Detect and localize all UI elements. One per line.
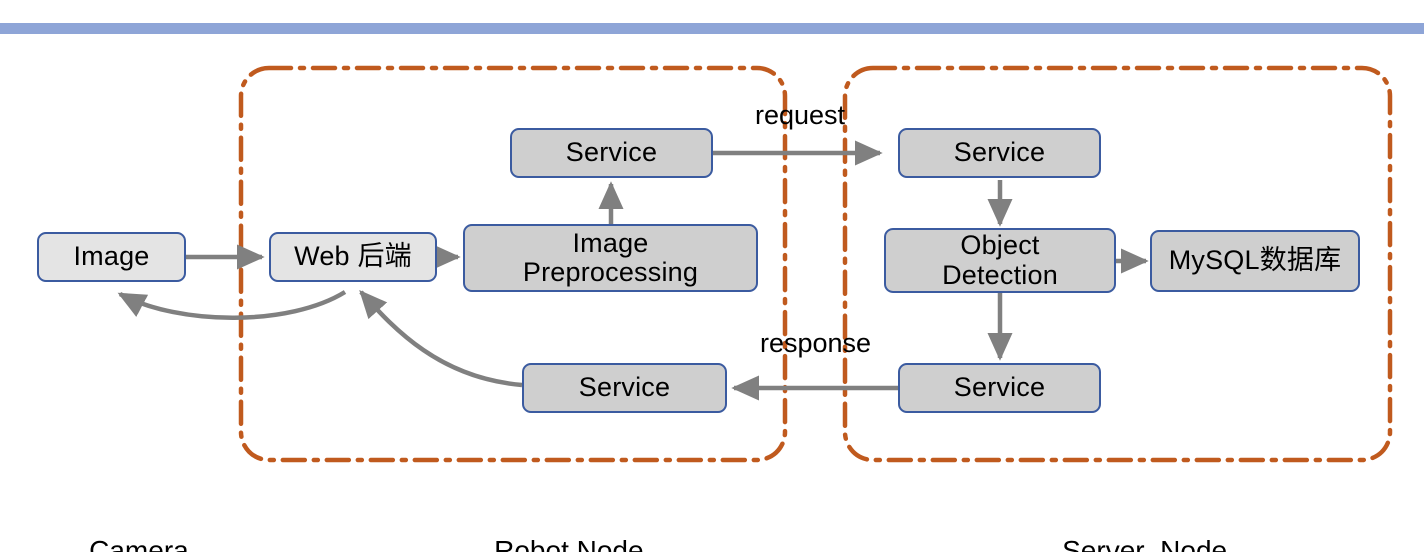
edge-label-response: response (760, 328, 871, 359)
zone-caption-robot-node-text: Robot Node (494, 535, 644, 552)
node-image-preprocessing-label-line2: Preprocessing (522, 257, 699, 287)
node-mysql[interactable]: MySQL数据库 (1150, 230, 1360, 292)
edge-label-request-text: request (755, 100, 846, 130)
arrow-web-to-image-curved (117, 290, 347, 320)
node-server-service-bottom-label: Service (953, 372, 1046, 403)
node-image-preprocessing[interactable]: Image Preprocessing (463, 224, 758, 292)
zone-caption-server-node-text: Server Node (1062, 535, 1228, 552)
node-server-service-top-label: Service (953, 137, 1046, 168)
node-server-service-bottom[interactable]: Service (898, 363, 1101, 413)
edge-label-response-text: response (760, 328, 872, 358)
node-robot-service-top[interactable]: Service (510, 128, 713, 178)
node-robot-service-bottom[interactable]: Service (522, 363, 727, 413)
zone-caption-server-node: Server Node (1031, 503, 1227, 552)
node-object-detection[interactable]: Object Detection (884, 228, 1116, 293)
node-image-label: Image (73, 241, 150, 272)
node-robot-service-bottom-label: Service (578, 372, 671, 403)
node-web-backend[interactable]: Web 后端 (269, 232, 437, 282)
edge-label-request: request (755, 100, 845, 131)
node-object-detection-label-line2: Detection (942, 259, 1058, 290)
top-accent-bar (0, 23, 1424, 34)
node-image-preprocessing-label-line1: Image (572, 227, 649, 258)
zone-caption-camera-text: Camera (89, 535, 189, 552)
node-object-detection-label-line1: Object (960, 230, 1040, 261)
node-server-service-top[interactable]: Service (898, 128, 1101, 178)
zone-caption-camera: Camera (58, 503, 189, 552)
arrow-service-to-web-curved (359, 289, 523, 388)
zone-caption-robot-node: Robot Node (463, 503, 644, 552)
node-web-backend-label: Web 后端 (294, 241, 412, 272)
node-mysql-label: MySQL数据库 (1168, 245, 1342, 276)
node-robot-service-top-label: Service (565, 137, 658, 168)
node-image[interactable]: Image (37, 232, 186, 282)
